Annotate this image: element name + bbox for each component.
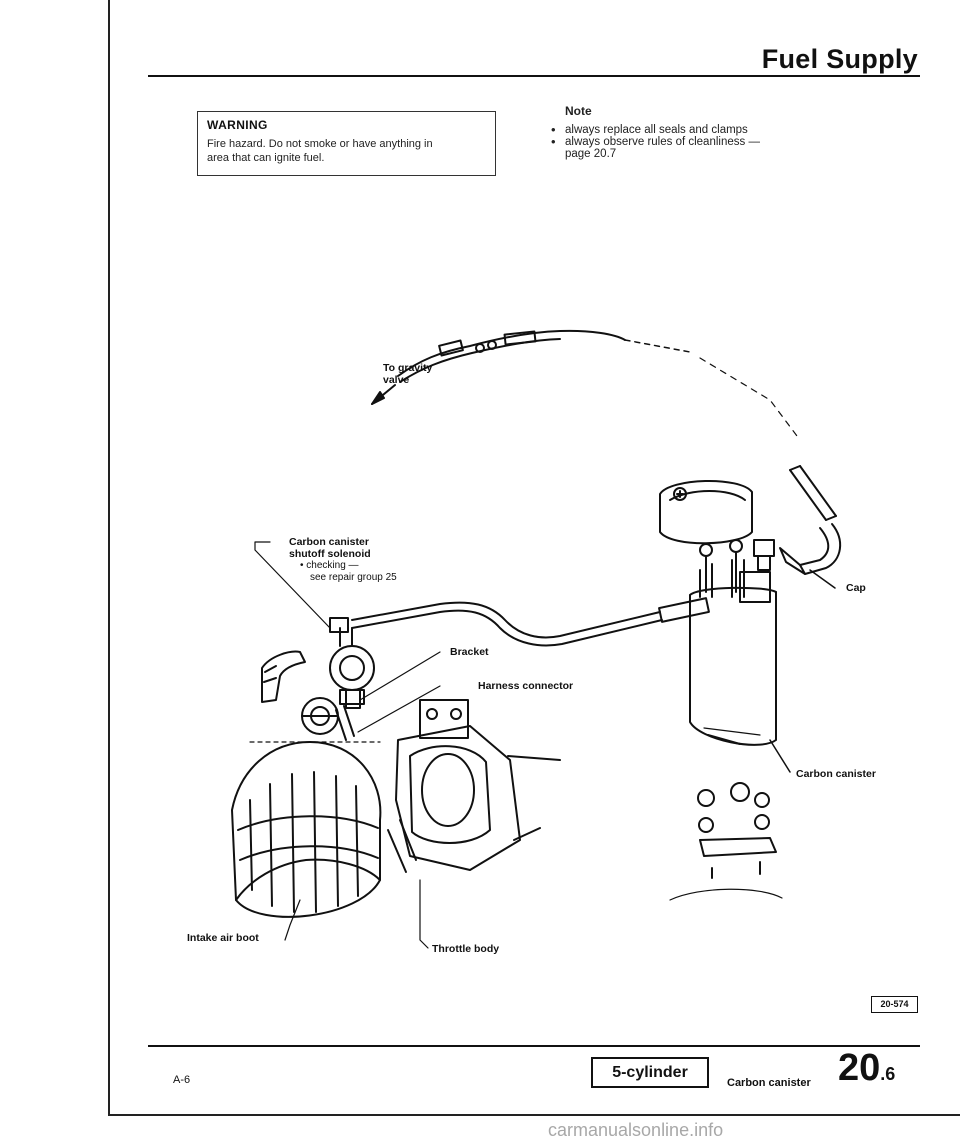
note-title: Note [565,104,592,118]
page-number: 20.6 [838,1048,895,1094]
page-number-sub: .6 [880,1064,896,1084]
canister-fittings [669,782,783,901]
harness-connector-label: Harness connector [478,680,574,692]
solenoid-check-text: checking — [306,560,359,571]
warning-text-line-1: Fire hazard. Do not smoke or have anythi… [207,138,433,150]
solenoid-see-label: see repair group 25 [310,572,397,583]
warning-box: WARNING Fire hazard. Do not smoke or hav… [197,111,496,176]
solenoid-check-label: • checking — [300,560,359,572]
cap-leader [809,569,836,589]
bracket-label: Bracket [450,646,489,658]
elbow-hose [261,650,306,703]
solenoid-label: Carbon canister shutoff solenoid [289,536,371,560]
watermark: carmanualsonline.info [548,1120,724,1140]
intake-air-boot-label: Intake air boot [187,932,259,944]
harness-leader [357,685,441,733]
throttle-leader [419,879,429,949]
gravity-valve-label-line-1: To gravity [383,362,433,374]
carbon-canister-label: Carbon canister [796,768,876,780]
purge-line [351,597,710,647]
solenoid-leader [254,541,331,629]
intake-air-boot [231,741,382,918]
footer-topic: Carbon canister [727,1077,811,1089]
figure-number: 20-574 [871,996,918,1013]
page-reference: A-6 [173,1074,191,1086]
warning-text-line-2: area that can ignite fuel. [207,152,325,164]
warning-title: WARNING [207,118,268,132]
bracket-clamp [301,689,361,741]
warning-text: Fire hazard. Do not smoke or have anythi… [207,137,486,165]
left-margin-line [108,0,110,1116]
bottom-margin-line [108,1114,960,1116]
footer-rule [148,1045,920,1047]
note-item: always replace all seals and clamps [551,124,760,136]
cap-hose [779,465,842,575]
note-list: always replace all seals and clamps alwa… [551,124,760,148]
solenoid-label-line-1: Carbon canister [289,536,369,548]
gravity-valve-label: To gravity valve [383,362,432,386]
page-number-main: 20 [838,1047,881,1089]
bracket-leader [359,651,441,701]
gravity-valve-hose [397,329,801,441]
carbon-canister-body [659,479,777,746]
bullet-icon: • [300,560,307,571]
note-block: Note always replace all seals and clamps… [551,104,760,160]
gravity-arrow-head [371,391,385,405]
note-item: always observe rules of cleanliness — [551,136,760,148]
canister-leader [769,739,791,773]
section-title: Fuel Supply [761,44,918,74]
throttle-body [387,699,561,873]
cap-label: Cap [846,582,866,594]
note-item-continuation: page 20.7 [565,148,617,160]
shutoff-solenoid [329,617,375,705]
engine-variant-box: 5-cylinder [591,1057,709,1088]
header-rule [148,75,920,77]
solenoid-label-line-2: shutoff solenoid [289,548,371,560]
throttle-body-label: Throttle body [432,943,500,955]
intake-leader [284,899,301,941]
gravity-valve-label-line-2: valve [383,374,410,386]
